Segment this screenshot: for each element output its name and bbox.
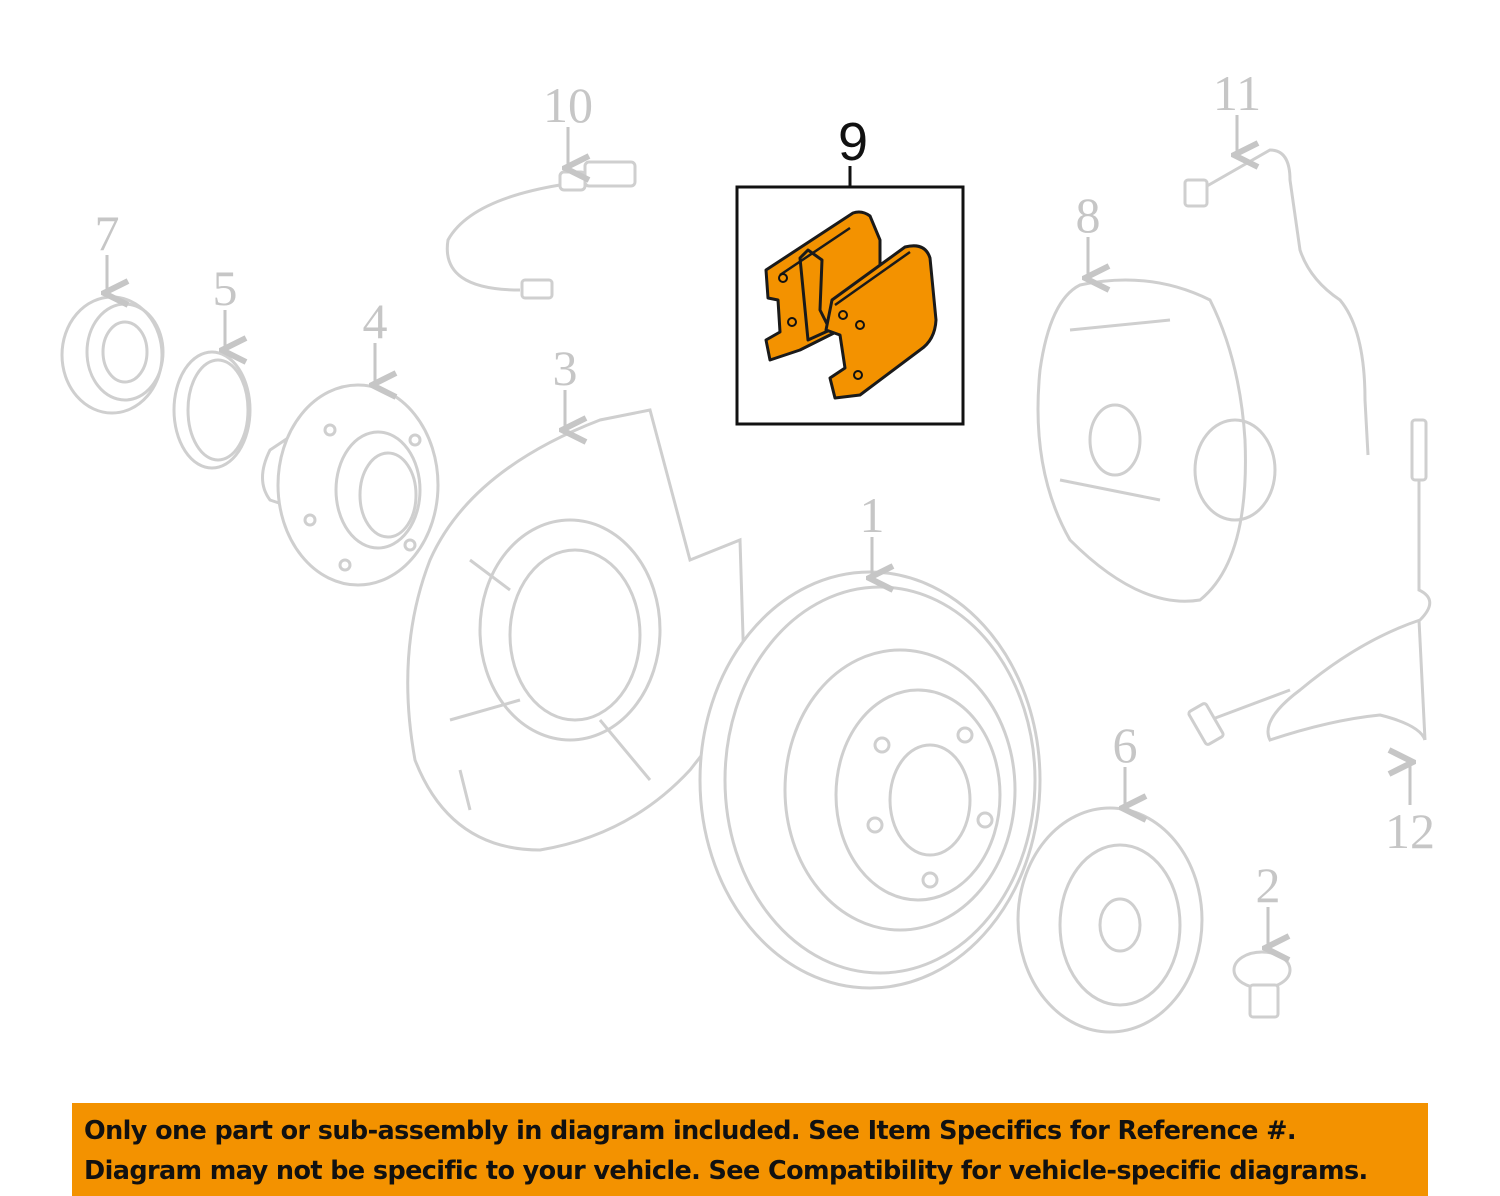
brake-drum (1016, 806, 1204, 1034)
callout-9: 9 (838, 112, 868, 172)
wear-sensor-rear (1187, 418, 1432, 746)
wear-sensor-front (445, 160, 637, 300)
callout-10: 10 (543, 77, 593, 133)
disclaimer-banner: Only one part or sub-assembly in diagram… (72, 1103, 1428, 1196)
wheel-hub (261, 383, 440, 587)
callout-1: 1 (860, 487, 885, 543)
callout-8: 8 (1076, 187, 1101, 243)
callout-6: 6 (1113, 717, 1138, 773)
parts-diagram: 7 5 4 3 10 (60, 65, 1435, 1034)
brake-caliper (1036, 278, 1277, 603)
splash-shield (406, 408, 747, 852)
disclaimer-line-1: Only one part or sub-assembly in diagram… (84, 1116, 1297, 1146)
callout-2: 2 (1256, 857, 1281, 913)
callout-4: 4 (363, 293, 388, 349)
callout-11: 11 (1213, 65, 1261, 121)
wheel-bearing (60, 295, 165, 415)
brake-rotor (698, 570, 1042, 990)
bolt (1232, 950, 1292, 1019)
snap-ring (172, 350, 252, 470)
brake-pad-set[interactable] (735, 185, 965, 426)
callout-7: 7 (95, 205, 120, 261)
callout-3: 3 (553, 340, 578, 396)
disclaimer-line-2: Diagram may not be specific to your vehi… (84, 1156, 1368, 1186)
callout-5: 5 (213, 260, 238, 316)
callout-12: 12 (1385, 803, 1435, 859)
brake-hose (1183, 148, 1370, 456)
